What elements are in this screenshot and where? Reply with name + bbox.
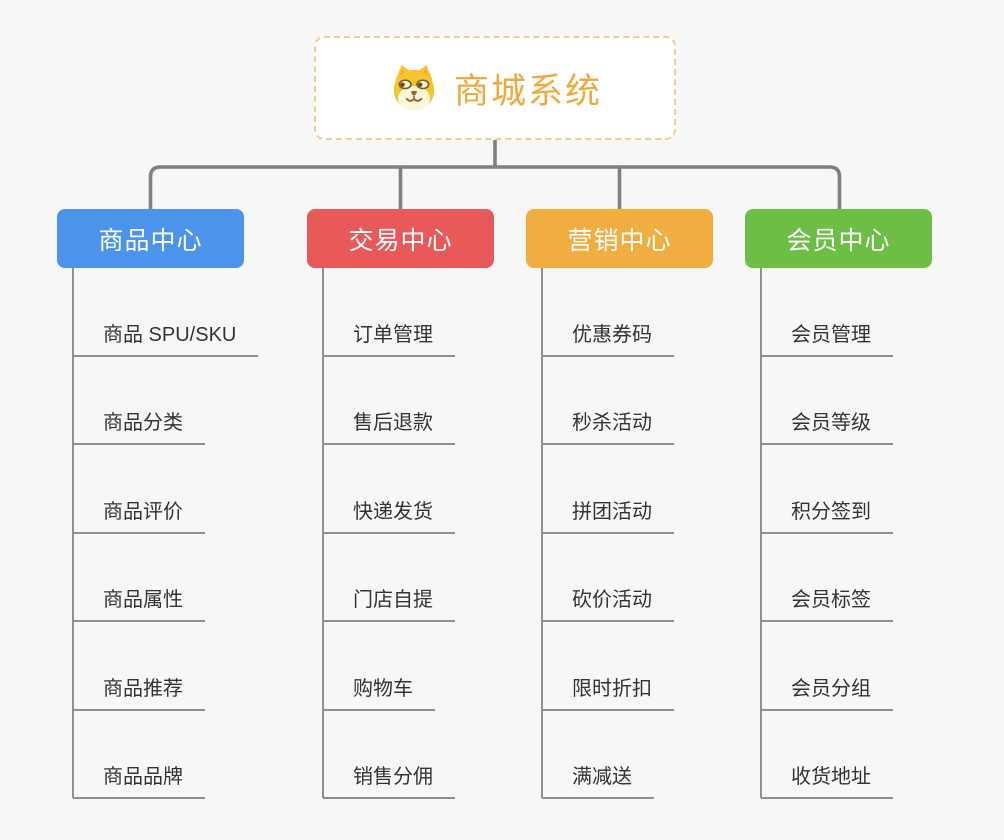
leaf-row: 收货地址: [761, 711, 893, 799]
leaf-node[interactable]: 订单管理: [323, 318, 455, 357]
leaf-node[interactable]: 商品品牌: [73, 760, 205, 799]
branch-node-2[interactable]: 交易中心: [307, 209, 494, 268]
leaf-node[interactable]: 售后退款: [323, 406, 455, 445]
leaf-node[interactable]: 收货地址: [761, 760, 893, 799]
leaf-node[interactable]: 商品 SPU/SKU: [73, 318, 259, 357]
leaf-node[interactable]: 会员管理: [761, 318, 893, 357]
leaf-row: 购物车: [323, 622, 455, 711]
leaf-node[interactable]: 商品分类: [73, 406, 205, 445]
leaf-row: 商品 SPU/SKU: [73, 268, 259, 357]
leaf-row: 订单管理: [323, 268, 455, 357]
leaf-node[interactable]: 砍价活动: [542, 583, 674, 622]
branch-column: 交易中心 订单管理售后退款快递发货门店自提购物车销售分佣: [307, 209, 557, 809]
root-title: 商城系统: [453, 71, 602, 111]
leaf-row: 商品品牌: [73, 711, 258, 799]
leaf-row: 秒杀活动: [542, 357, 674, 445]
branch-label: 营销中心: [567, 226, 672, 255]
leaf-row: 商品属性: [73, 534, 258, 622]
leaf-row: 商品评价: [73, 445, 258, 534]
root-node[interactable]: 商城系统: [314, 36, 676, 140]
leaf-row: 售后退款: [323, 357, 455, 445]
leaf-node[interactable]: 快递发货: [323, 495, 455, 534]
leaf-node[interactable]: 门店自提: [323, 583, 455, 622]
leaf-row: 会员标签: [761, 534, 893, 622]
leaf-row: 拼团活动: [542, 445, 674, 534]
branch-leaves: 商品 SPU/SKU 商品分类商品评价商品属性商品推荐商品品牌: [73, 268, 259, 799]
leaf-row: 销售分佣: [323, 711, 455, 799]
leaf-node[interactable]: 积分签到: [761, 495, 893, 534]
branch-label: 会员中心: [786, 226, 891, 255]
leaf-row: 限时折扣: [542, 622, 674, 711]
branch-leaves: 订单管理售后退款快递发货门店自提购物车销售分佣: [323, 268, 455, 799]
leaf-node[interactable]: 商品属性: [73, 583, 205, 622]
leaf-node[interactable]: 会员等级: [761, 406, 893, 445]
leaf-row: 积分签到: [761, 445, 893, 534]
leaf-row: 会员等级: [761, 357, 893, 445]
leaf-row: 商品推荐: [73, 622, 258, 711]
branch-column: 会员中心 会员管理会员等级积分签到会员标签会员分组收货地址: [745, 209, 995, 809]
doge-icon: [388, 62, 440, 114]
branch-node-3[interactable]: 营销中心: [526, 209, 713, 268]
leaf-node[interactable]: 优惠券码: [542, 318, 674, 357]
leaf-node[interactable]: 会员标签: [761, 583, 893, 622]
branch-label: 交易中心: [348, 226, 453, 255]
branch-label: 商品中心: [98, 226, 203, 255]
leaf-row: 砍价活动: [542, 534, 674, 622]
leaf-row: 会员管理: [761, 268, 893, 357]
branch-column: 营销中心 优惠券码秒杀活动拼团活动砍价活动限时折扣满减送: [526, 209, 776, 809]
branch-leaves: 会员管理会员等级积分签到会员标签会员分组收货地址: [761, 268, 893, 799]
leaf-row: 快递发货: [323, 445, 455, 534]
leaf-row: 门店自提: [323, 534, 455, 622]
leaf-node[interactable]: 销售分佣: [323, 760, 455, 799]
leaf-node[interactable]: 秒杀活动: [542, 406, 674, 445]
leaf-node[interactable]: 满减送: [542, 760, 654, 799]
leaf-node[interactable]: 拼团活动: [542, 495, 674, 534]
branch-node-1[interactable]: 商品中心: [57, 209, 244, 268]
leaf-row: 会员分组: [761, 622, 893, 711]
leaf-row: 优惠券码: [542, 268, 674, 357]
leaf-node[interactable]: 会员分组: [761, 672, 893, 711]
branch-leaves: 优惠券码秒杀活动拼团活动砍价活动限时折扣满减送: [542, 268, 674, 799]
leaf-node[interactable]: 商品推荐: [73, 672, 205, 711]
leaf-row: 满减送: [542, 711, 674, 799]
leaf-row: 商品分类: [73, 357, 258, 445]
leaf-node[interactable]: 限时折扣: [542, 672, 674, 711]
leaf-node[interactable]: 商品评价: [73, 495, 205, 534]
branch-column: 商品中心 商品 SPU/SKU 商品分类商品评价商品属性商品推荐商品品牌: [57, 209, 307, 809]
branch-node-4[interactable]: 会员中心: [745, 209, 932, 268]
leaf-node[interactable]: 购物车: [323, 672, 435, 711]
